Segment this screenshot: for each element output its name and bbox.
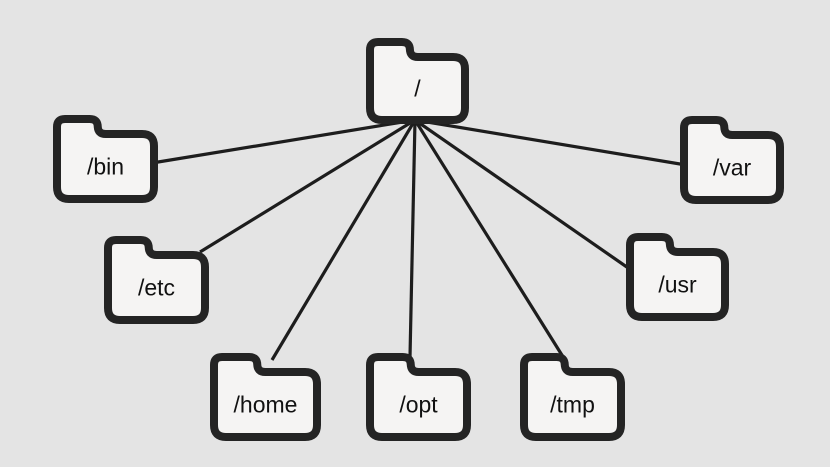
edge-root-to-bin [151, 118, 416, 165]
folder-label-usr: /usr [658, 272, 697, 298]
edge-root-to-home [270, 119, 417, 361]
edges-layer [151, 118, 687, 361]
folder-node-root[interactable]: / [366, 38, 469, 124]
folder-icon-var [680, 116, 784, 204]
folder-icon-home [210, 353, 321, 441]
edge-root-to-etc [199, 118, 416, 254]
folder-label-var: /var [713, 155, 752, 181]
folder-label-home: /home [234, 392, 298, 418]
folder-icon-opt [366, 353, 471, 441]
edge-root-to-tmp [413, 119, 567, 361]
edge-root-to-opt [408, 119, 417, 358]
folder-label-tmp: /tmp [550, 392, 595, 418]
folder-node-etc[interactable]: /etc [104, 236, 209, 324]
folder-node-home[interactable]: /home [210, 353, 321, 441]
folder-icon-root [366, 38, 469, 124]
folder-node-tmp[interactable]: /tmp [520, 353, 625, 441]
folder-node-var[interactable]: /var [680, 116, 784, 204]
edge-root-to-var [414, 118, 687, 167]
edge-root-to-usr [414, 118, 635, 274]
folder-node-opt[interactable]: /opt [366, 353, 471, 441]
folder-icon-usr [626, 233, 729, 321]
folder-label-bin: /bin [87, 154, 124, 180]
folder-icon-etc [104, 236, 209, 324]
nodes-layer: /bin/etc/home/opt/tmp/usr/var / [53, 38, 784, 441]
folder-node-usr[interactable]: /usr [626, 233, 729, 321]
folder-icon-bin [53, 115, 158, 203]
folder-node-bin[interactable]: /bin [53, 115, 158, 203]
folder-icon-tmp [520, 353, 625, 441]
folder-label-etc: /etc [138, 275, 175, 301]
folder-label-opt: /opt [399, 392, 438, 418]
folder-label-root: / [414, 75, 421, 101]
